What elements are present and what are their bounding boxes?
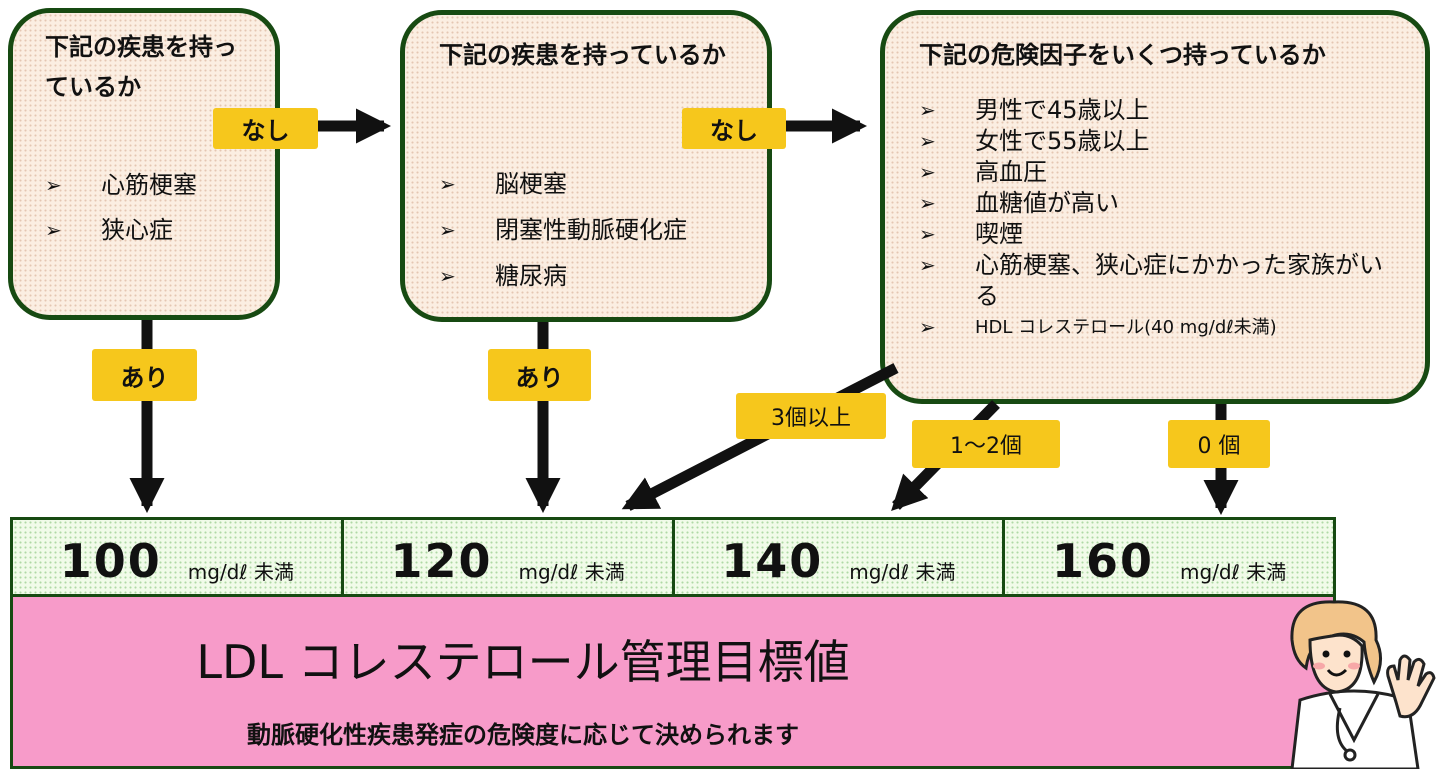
- list-item: ➢高血圧: [919, 158, 1047, 186]
- label-none-1: なし: [213, 108, 318, 149]
- list-item: ➢HDL コレステロール(40 mg/dℓ未満): [919, 312, 1399, 343]
- bullet-arrow-icon: ➢: [439, 264, 456, 288]
- label-yes-1: あり: [92, 349, 197, 401]
- question-box-risk-factors: 下記の危険因子をいくつ持っているか ➢男性で45歳以上 ➢女性で55歳以上 ➢高…: [880, 10, 1430, 404]
- label-zero: 0 個: [1168, 420, 1270, 468]
- bullet-arrow-icon: ➢: [919, 129, 936, 153]
- list-item: ➢男性で45歳以上: [919, 96, 1150, 124]
- bullet-arrow-icon: ➢: [919, 253, 936, 277]
- bullet-arrow-icon: ➢: [919, 98, 936, 122]
- target-unit: mg/dℓ 未満: [518, 560, 625, 584]
- target-values-row: 100 mg/dℓ 未満 120 mg/dℓ 未満 140 mg/dℓ 未満 160 m…: [10, 517, 1336, 597]
- target-value: 160: [1051, 534, 1155, 588]
- box3-title: 下記の危険因子をいくつ持っているか: [919, 41, 1326, 69]
- list-item: ➢脳梗塞: [439, 161, 687, 207]
- bullet-arrow-icon: ➢: [919, 315, 936, 339]
- question-box-related-disease: 下記の疾患を持っているか ➢脳梗塞 ➢閉塞性動脈硬化症 ➢糖尿病: [400, 10, 772, 322]
- bullet-arrow-icon: ➢: [439, 172, 456, 196]
- bullet-arrow-icon: ➢: [919, 191, 936, 215]
- target-value: 100: [59, 534, 162, 588]
- bullet-arrow-icon: ➢: [439, 218, 456, 242]
- target-cell: 120 mg/dℓ 未満: [343, 520, 675, 594]
- box2-title: 下記の疾患を持っているか: [439, 41, 726, 69]
- box1-title: 下記の疾患を持っているか: [45, 33, 237, 101]
- box3-list: ➢男性で45歳以上 ➢女性で55歳以上 ➢高血圧 ➢血糖値が高い ➢喫煙 ➢心筋…: [919, 95, 1399, 343]
- target-cell: 100 mg/dℓ 未満: [13, 520, 344, 594]
- bullet-arrow-icon: ➢: [919, 222, 936, 246]
- label-one-two: 1～2個: [912, 420, 1060, 468]
- list-item: ➢血糖値が高い: [919, 189, 1119, 217]
- target-unit: mg/dℓ 未満: [187, 560, 294, 584]
- list-item: ➢女性で55歳以上: [919, 127, 1150, 155]
- question-box-existing-disease: 下記の疾患を持っているか ➢心筋梗塞 ➢狭心症: [8, 8, 280, 320]
- doctor-waving-icon: [1290, 600, 1436, 769]
- box1-list: ➢心筋梗塞 ➢狭心症: [45, 163, 197, 253]
- target-cell: 160 mg/dℓ 未満: [1005, 520, 1333, 594]
- label-three-plus: 3個以上: [736, 393, 886, 439]
- target-value: 140: [721, 534, 824, 588]
- target-value: 120: [390, 534, 493, 588]
- list-item: ➢閉塞性動脈硬化症: [439, 207, 687, 253]
- banner-title: LDL コレステロール管理目標値: [196, 635, 850, 689]
- list-item: ➢心筋梗塞、狭心症にかかった家族がいる: [919, 251, 1383, 310]
- banner-subtitle: 動脈硬化性疾患発症の危険度に応じて決められます: [247, 721, 799, 749]
- ldl-banner: LDL コレステロール管理目標値 動脈硬化性疾患発症の危険度に応じて決められます: [10, 597, 1336, 769]
- bullet-arrow-icon: ➢: [919, 160, 936, 184]
- list-item: ➢喫煙: [919, 220, 1023, 248]
- target-unit: mg/dℓ 未満: [1180, 560, 1287, 584]
- list-item: ➢狭心症: [45, 208, 197, 253]
- bullet-arrow-icon: ➢: [45, 218, 62, 242]
- label-yes-2: あり: [488, 349, 591, 401]
- list-item: ➢糖尿病: [439, 253, 687, 299]
- box2-list: ➢脳梗塞 ➢閉塞性動脈硬化症 ➢糖尿病: [439, 161, 687, 299]
- target-unit: mg/dℓ 未満: [849, 560, 956, 584]
- label-none-2: なし: [682, 108, 786, 149]
- target-cell: 140 mg/dℓ 未満: [674, 520, 1006, 594]
- list-item: ➢心筋梗塞: [45, 163, 197, 208]
- bullet-arrow-icon: ➢: [45, 173, 62, 197]
